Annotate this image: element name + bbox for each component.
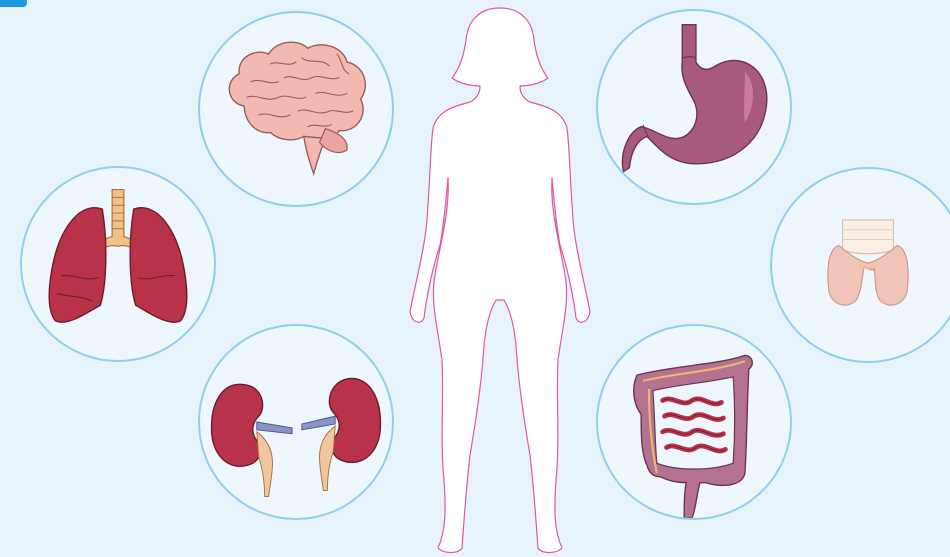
lungs-circle: [20, 166, 216, 362]
thyroid-circle: [770, 167, 950, 363]
thyroid-icon: [772, 169, 950, 361]
stomach-icon: [598, 11, 790, 203]
brain-circle: [198, 11, 394, 207]
kidneys-circle: [198, 324, 394, 520]
brain-icon: [200, 13, 392, 205]
intestines-icon: [598, 326, 790, 518]
corner-badge: [0, 0, 27, 7]
kidneys-icon: [200, 326, 392, 518]
intestines-circle: [596, 324, 792, 520]
lungs-icon: [22, 168, 214, 360]
female-body-silhouette: [400, 0, 600, 557]
stomach-circle: [596, 9, 792, 205]
